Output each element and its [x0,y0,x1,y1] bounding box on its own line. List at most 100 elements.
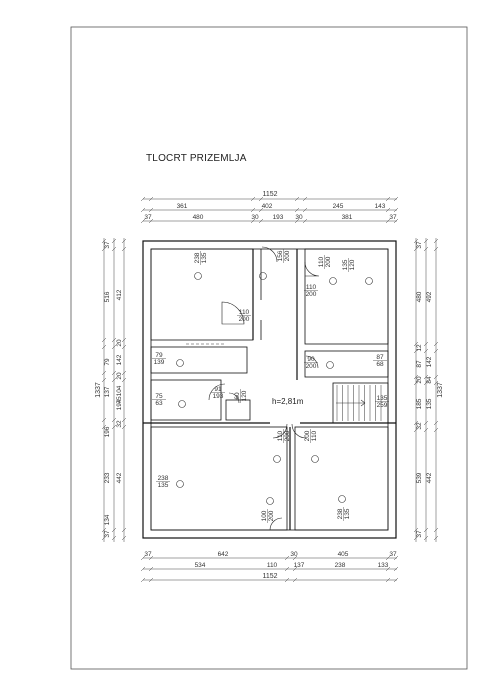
dim-label: 492 [426,291,433,302]
dim-label: 196 [104,426,111,437]
ceiling-height-label: h=2,81m [272,397,304,406]
dim-top-row2: 361 402 245 143 [177,203,386,210]
dim-label: 516 [104,291,111,302]
dim-label: 480 [416,291,423,302]
dim-label: 30 [295,214,303,221]
opening-height: 200 [325,256,332,267]
opening-height: 68 [376,361,384,368]
opening-height: 135 [344,508,351,519]
dim-label: 185 [416,398,423,409]
dim-label: 402 [262,203,273,210]
opening-width: 110 [239,309,250,316]
bottom-dimensions [140,555,399,583]
dim-label: 32 [416,422,423,430]
walls [142,240,397,539]
opening-width: 110 [277,430,284,441]
dim-label: 32 [116,420,123,428]
dim-label: 245 [333,203,344,210]
room-ne [304,248,389,345]
dim-label: 137 [104,386,111,397]
dim-label: 361 [177,203,188,210]
room-small-1 [150,346,248,374]
dim-label: 20 [116,339,123,347]
opening-height: 120 [241,390,248,401]
opening-width: 87 [376,354,384,361]
dim-label: 12 [416,344,423,352]
dim-label: 37 [104,530,111,538]
outer-wall-outline [142,240,397,539]
room-small-2 [150,379,222,421]
dim-label: 480 [193,214,204,221]
opening-height: 200 [239,316,250,323]
opening-height: 200 [284,430,291,441]
dim-label: 84 [426,376,433,384]
dim-label: 133 [378,562,389,569]
dim-label: 79 [104,358,111,366]
opening-height: 200 [284,250,291,261]
dim-label: 142 [426,356,433,367]
opening-width: 135 [342,259,349,270]
opening-width: 100 [261,510,268,521]
opening-height: 139 [154,359,165,366]
dim-label: 412 [116,289,123,300]
opening-height: 200 [306,363,317,370]
outer-wall-inner [150,248,389,531]
opening-width: 135 [377,395,388,402]
room-sw [150,426,288,531]
dim-label: 381 [342,214,353,221]
light-fixtures [176,272,373,505]
dim-label: 75 [116,396,123,404]
dim-label: 104 [116,385,123,396]
dim-label: 20 [116,372,123,380]
dim-label: 137 [294,562,305,569]
opening-height: 259 [377,402,388,409]
left-dimensions [101,238,127,542]
opening-height: 200 [268,510,275,521]
dim-label: 642 [218,551,229,558]
dim-label: 37 [389,214,397,221]
dim-label: 405 [338,551,349,558]
room-right-small [304,350,389,378]
dim-label: 194 [116,399,123,410]
room-small-3 [225,399,251,421]
plan-title: TLOCRT PRIZEMLJA [146,153,247,164]
dim-label: 143 [375,203,386,210]
opening-height: 135 [201,252,208,263]
opening-width: 91 [214,386,222,393]
dim-top-overall: 1152 [262,191,277,198]
opening-width: 238 [158,475,169,482]
dim-label: 442 [116,472,123,483]
dim-label: 193 [273,214,284,221]
dim-label: 37 [144,551,152,558]
dim-label: 238 [335,562,346,569]
opening-width: 90 [307,356,315,363]
dim-label: 534 [195,562,206,569]
opening-width: 110 [306,284,317,291]
dim-label: 37 [416,241,423,249]
sheet-frame [70,26,468,670]
top-dimensions [140,196,399,224]
opening-height: 135 [158,482,169,489]
stair-arrow [336,399,366,407]
dim-label: 20 [416,376,423,384]
opening-width: 238 [194,252,201,263]
